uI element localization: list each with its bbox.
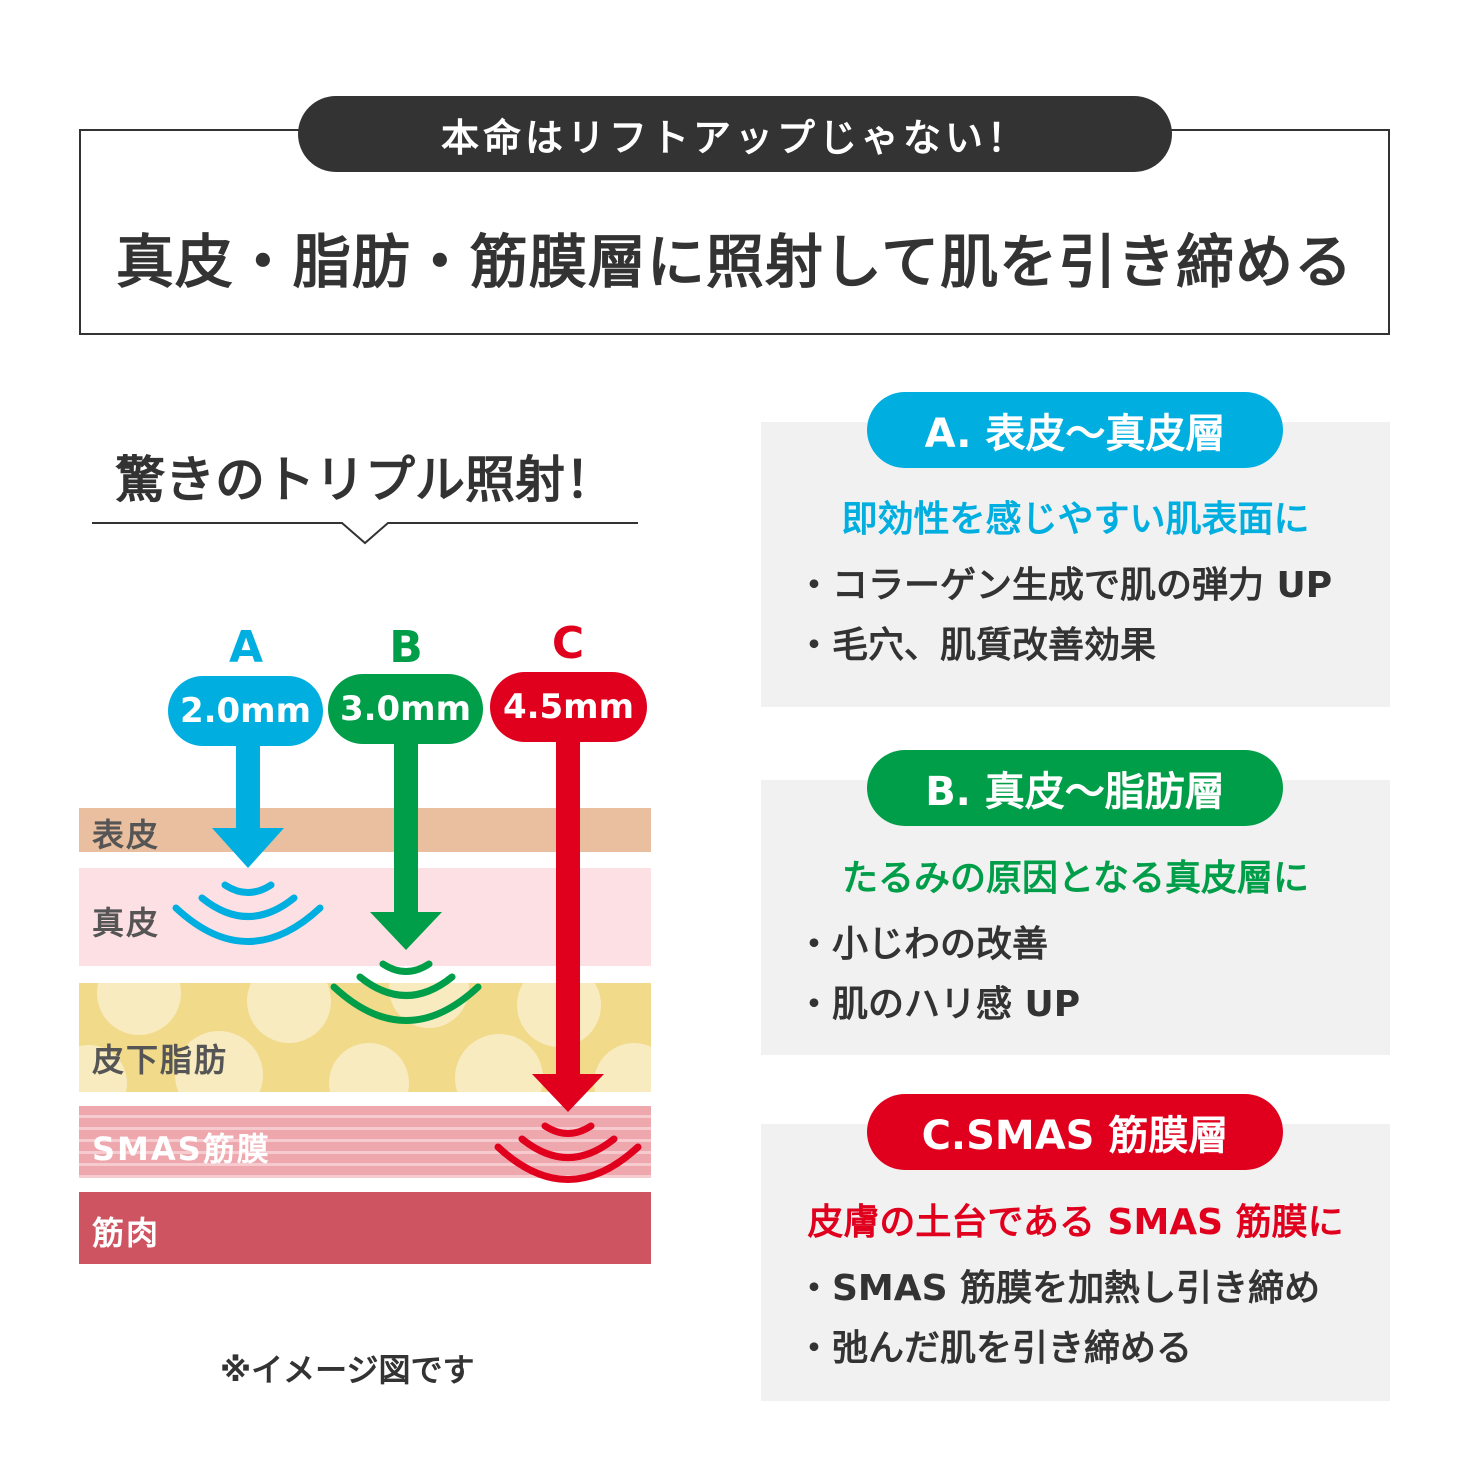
beam-b-letter: B — [389, 622, 423, 673]
layer-label-dermis: 真皮 — [92, 904, 161, 942]
card-a-item-2: ・毛穴、肌質改善効果 — [796, 625, 1157, 666]
header-title: 真皮・脂肪・筋膜層に照射して肌を引き締める — [115, 228, 1354, 296]
card-b-title: B. 真皮〜脂肪層 — [925, 769, 1225, 815]
beam-b-depth: 3.0mm — [339, 689, 472, 729]
heading-underline — [92, 522, 638, 545]
card-c-item-2: ・弛んだ肌を引き締める — [796, 1328, 1193, 1369]
card-b-item-2: ・肌のハリ感 UP — [796, 984, 1081, 1025]
beam-b-arrow — [330, 740, 482, 1024]
card-b-item-1: ・小じわの改善 — [796, 924, 1049, 965]
beam-a-depth-pill: 2.0mm — [168, 676, 323, 746]
layer-epidermis — [79, 808, 651, 852]
fat-cells-pattern — [79, 983, 651, 1092]
beam-a-letter: A — [228, 622, 264, 673]
card-b-subtitle: たるみの原因となる真皮層に — [842, 858, 1309, 899]
beam-c-depth: 4.5mm — [502, 687, 635, 727]
card-a-title: A. 表皮〜真皮層 — [924, 411, 1226, 457]
layer-muscle — [79, 1192, 651, 1264]
beam-a-arrow — [172, 740, 324, 945]
layer-label-epidermis: 表皮 — [92, 816, 161, 854]
card-a — [761, 422, 1390, 707]
card-a-title-pill: A. 表皮〜真皮層 — [867, 392, 1283, 468]
card-c-subtitle: 皮膚の土台である SMAS 筋膜に — [807, 1202, 1344, 1243]
beam-a-depth: 2.0mm — [179, 691, 312, 731]
layer-subcutaneous-fat — [79, 983, 651, 1092]
card-c-item-1: ・SMAS 筋膜を加熱し引き締め — [796, 1268, 1321, 1309]
header-tagline-pill: 本命はリフトアップじゃない！ — [298, 96, 1172, 172]
card-b-title-pill: B. 真皮〜脂肪層 — [867, 750, 1283, 826]
beam-c-letter: C — [551, 618, 585, 669]
layer-dermis — [79, 868, 651, 966]
card-c — [761, 1124, 1390, 1401]
beam-b-depth-pill: 3.0mm — [328, 674, 483, 744]
layer-label-smas: SMAS筋膜 — [92, 1130, 271, 1168]
layer-smas — [79, 1106, 651, 1178]
card-a-subtitle: 即効性を感じやすい肌表面に — [841, 499, 1310, 540]
diagram-heading: 驚きのトリプル照射！ — [115, 451, 615, 509]
layer-label-muscle: 筋肉 — [92, 1214, 161, 1252]
beam-c-depth-pill: 4.5mm — [490, 672, 647, 742]
card-a-item-1: ・コラーゲン生成で肌の弾力 UP — [796, 565, 1333, 606]
header-tagline: 本命はリフトアップじゃない！ — [440, 115, 1029, 160]
beam-c-arrow — [494, 740, 642, 1183]
card-c-title: C.SMAS 筋膜層 — [921, 1113, 1229, 1159]
layer-label-fat: 皮下脂肪 — [92, 1041, 229, 1079]
card-c-title-pill: C.SMAS 筋膜層 — [867, 1094, 1283, 1170]
image-note: ※イメージ図です — [220, 1351, 475, 1389]
